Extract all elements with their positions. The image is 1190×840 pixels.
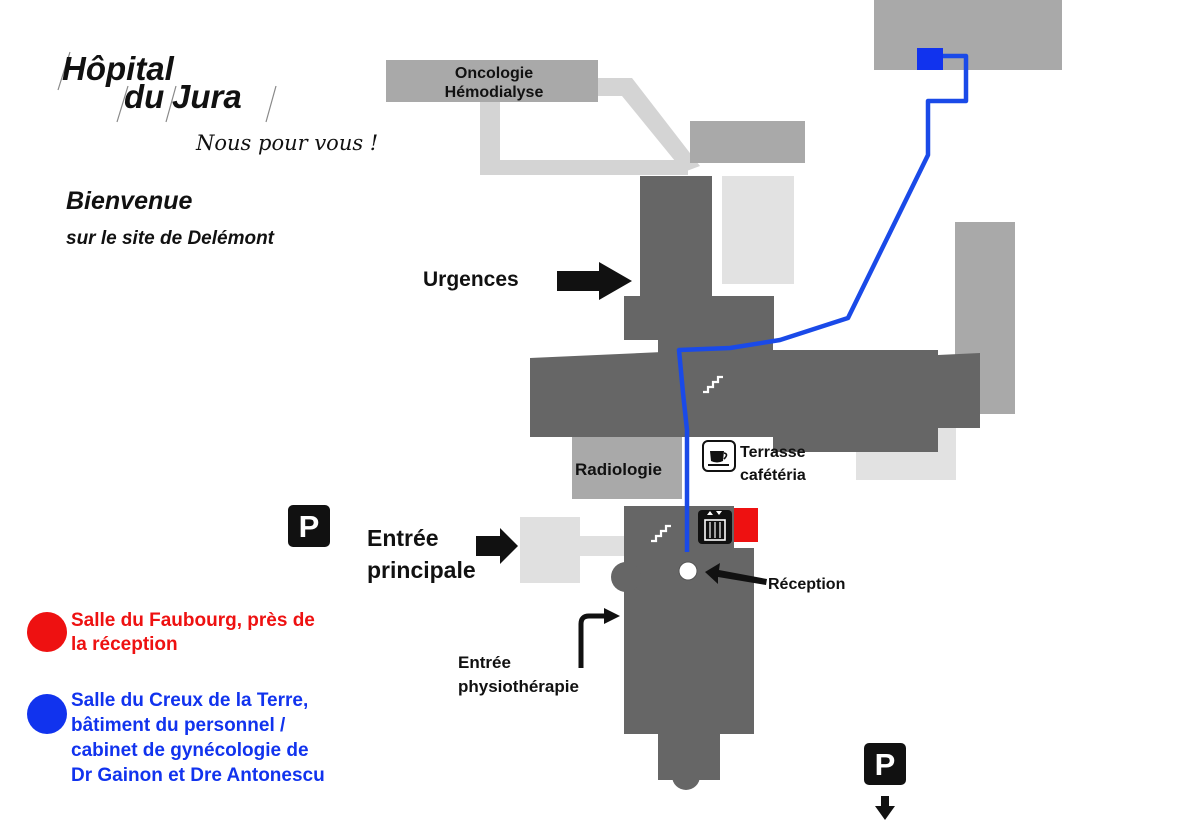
- salle-creux-de-la-terre-marker: [917, 48, 943, 70]
- welcome-subtitle: sur le site de Delémont: [66, 228, 275, 249]
- legend-blue-line4: Dr Gainon et Dre Antonescu: [71, 765, 325, 786]
- legend-blue-line1: Salle du Creux de la Terre,: [71, 690, 308, 711]
- radiologie-label: Radiologie: [575, 460, 662, 479]
- hopital-du-jura-logo: Hôpital du Jura Nous pour vous !: [57, 50, 378, 155]
- reception-label: Réception: [768, 576, 845, 593]
- reception-arrow-icon: [705, 563, 767, 585]
- parking-left-letter: P: [299, 509, 320, 544]
- legend-blue-line2: bâtiment du personnel /: [71, 715, 286, 736]
- legend-red-dot: [27, 612, 67, 652]
- building-top-small: [690, 121, 805, 163]
- parking-direction-arrow-icon: [875, 796, 895, 820]
- light-building-center: [722, 176, 794, 284]
- physiotherapie-label-line2: physiothérapie: [458, 677, 579, 696]
- parking-sign-bottom: P: [864, 743, 906, 785]
- light-buildings: [480, 78, 956, 583]
- reception-point: [678, 561, 698, 581]
- urgences-arrow-icon: [557, 262, 632, 300]
- hemodialyse-label: Hémodialyse: [445, 84, 544, 101]
- entree-principale-corridor: [578, 536, 628, 556]
- parking-sign-left: P: [288, 505, 330, 547]
- entree-principale-arrow-icon: [476, 528, 518, 564]
- stairs-icon: [703, 375, 723, 394]
- oncologie-walkway-diagonal: [598, 78, 700, 172]
- logo-line1: Hôpital: [62, 50, 175, 87]
- logo-slogan: Nous pour vous !: [195, 131, 378, 155]
- terrasse-label: Terrasse: [740, 444, 806, 461]
- entree-principale-label-line2: principale: [367, 557, 476, 583]
- elevator-icon: [698, 510, 732, 544]
- salle-du-faubourg-marker: [734, 508, 758, 542]
- urgences-label: Urgences: [423, 268, 519, 291]
- physiotherapie-arrowhead: [604, 608, 620, 624]
- entree-principale-building: [520, 517, 580, 583]
- legend-red-line1: Salle du Faubourg, près de: [71, 610, 315, 631]
- legend-red-line2: la réception: [71, 634, 178, 655]
- cafeteria-label: cafétéria: [740, 467, 806, 484]
- oncologie-label: Oncologie: [455, 65, 533, 82]
- legend-blue-line3: cabinet de gynécologie de: [71, 740, 309, 761]
- route-to-creux-de-la-terre: [676, 53, 969, 552]
- oncologie-walkway: [480, 100, 688, 175]
- logo-line2-du: du: [124, 78, 164, 115]
- physiotherapie-label-line1: Entrée: [458, 653, 511, 672]
- stairs-icon: [651, 524, 671, 543]
- parking-bottom-letter: P: [875, 747, 896, 782]
- oncologie-building: [386, 60, 598, 102]
- physiotherapie-arrow-icon: [578, 613, 606, 668]
- entree-principale-label-line1: Entrée: [367, 525, 439, 551]
- radiologie-building: [572, 437, 682, 499]
- welcome-title: Bienvenue: [66, 187, 193, 215]
- coffee-cup-icon: [702, 440, 736, 472]
- legend-blue-dot: [27, 694, 67, 734]
- logo-line2-jura: Jura: [172, 78, 242, 115]
